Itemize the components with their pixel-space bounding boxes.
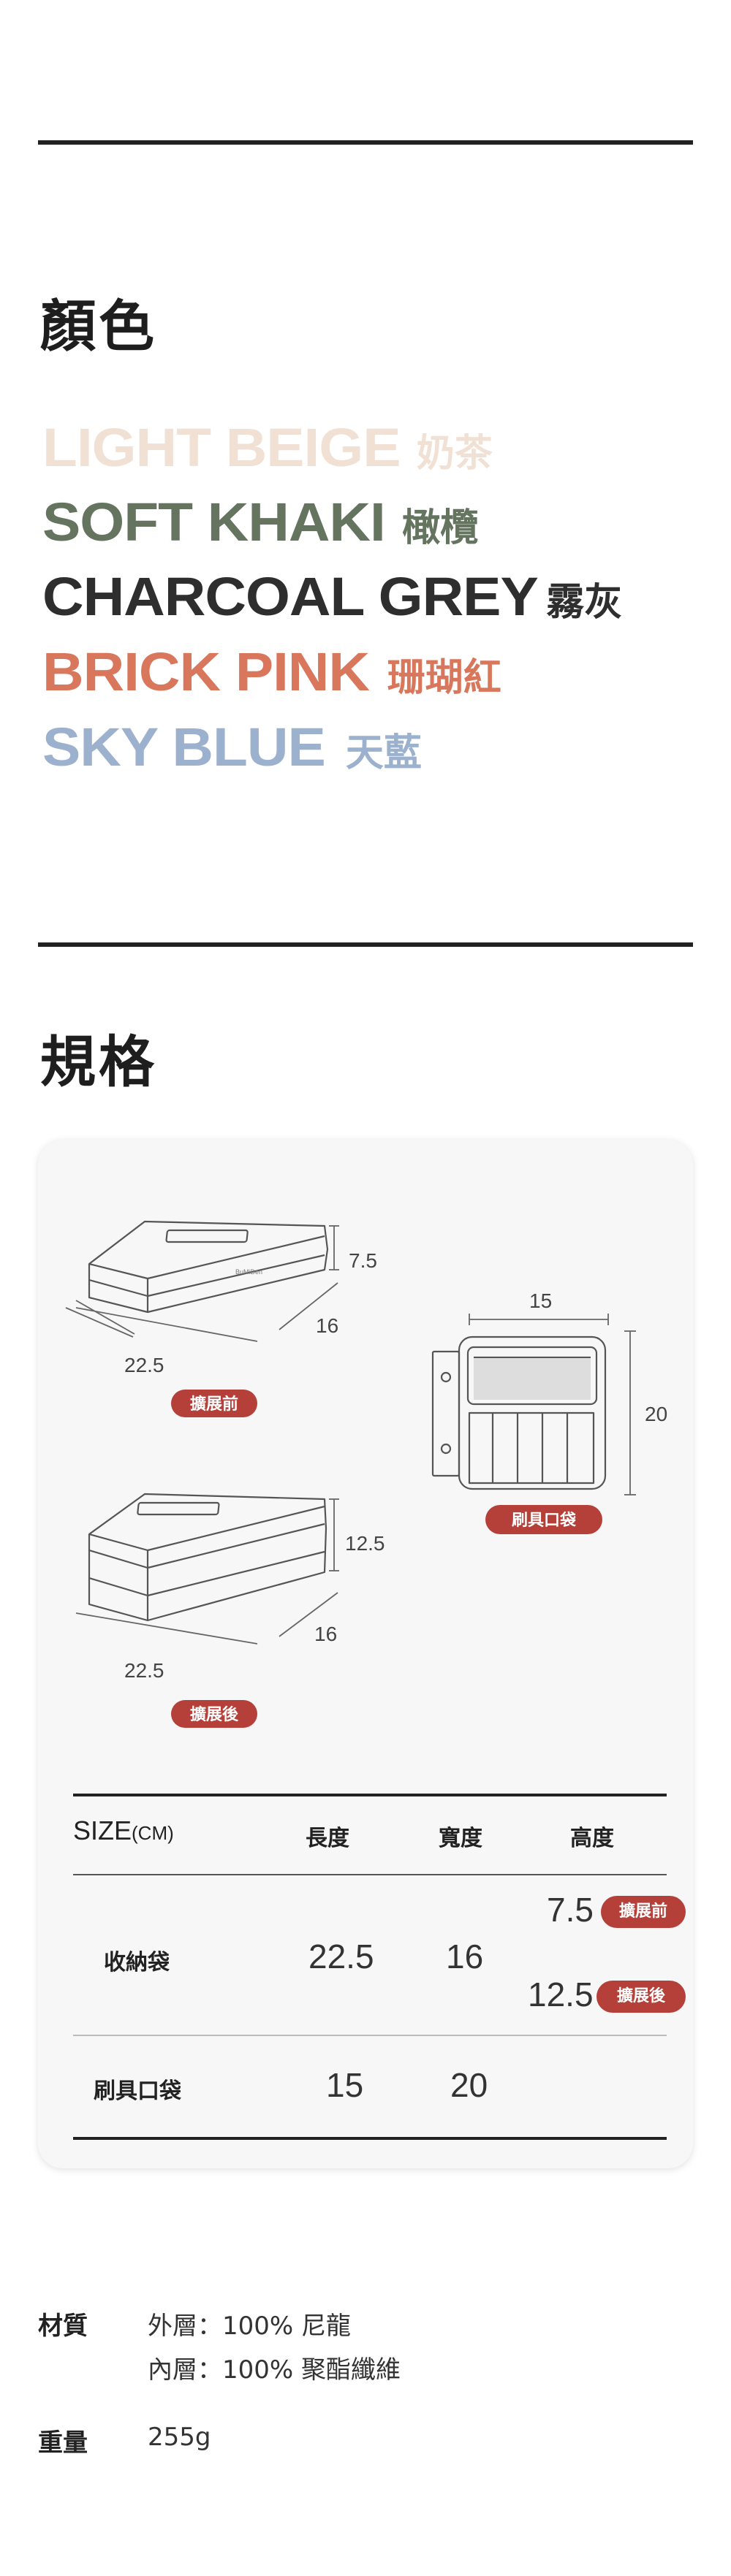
row-bag-tag-before: 擴展前: [601, 1896, 686, 1928]
before-height-label: 7.5: [349, 1249, 377, 1272]
row-bag-height-before: 7.5: [547, 1891, 594, 1929]
before-tag: 擴展前: [190, 1395, 238, 1414]
color-row: BRICK PINK 珊瑚紅: [42, 641, 501, 703]
color-name-zh: 橄欖: [402, 506, 479, 550]
table-top-rule: [73, 1794, 667, 1796]
color-row: SOFT KHAKI 橄欖: [42, 491, 478, 553]
color-row: LIGHT BEIGE 奶茶: [42, 416, 493, 479]
pouch-tag-bg: [485, 1505, 602, 1534]
material-label: 材質: [38, 2312, 88, 2341]
color-name-en: SOFT KHAKI: [42, 492, 386, 552]
after-tag: 擴展後: [190, 1705, 239, 1724]
before-depth-label: 16: [316, 1314, 338, 1337]
pouch-illustration: [431, 1335, 607, 1490]
color-name-zh: 珊瑚紅: [387, 656, 501, 700]
height-header: 高度: [570, 1826, 614, 1851]
color-name-en: CHARCOAL GREY: [42, 566, 539, 627]
color-name-en: BRICK PINK: [42, 641, 370, 702]
pouch-tag: 刷具口袋: [512, 1511, 577, 1530]
pouch-width-label: 15: [529, 1289, 552, 1312]
length-header: 長度: [306, 1826, 349, 1851]
after-tag-bg: [171, 1700, 257, 1728]
color-row: SKY BLUE 天藍: [42, 716, 422, 778]
box-before-illustration: BuMiDen: [88, 1220, 329, 1314]
row-pouch-name: 刷具口袋: [94, 2078, 181, 2104]
row-bag-tag-after: 擴展後: [596, 1981, 686, 2013]
material-inner: 內層：100% 聚酯纖維: [148, 2355, 401, 2385]
table-row-rule: [73, 2035, 667, 2036]
top-divider: [38, 140, 693, 145]
row-bag-height-after: 12.5: [528, 1975, 594, 2013]
svg-text:BuMiDen: BuMiDen: [235, 1268, 262, 1276]
color-name-en: LIGHT BEIGE: [42, 417, 401, 478]
box-after-illustration: [88, 1493, 327, 1622]
color-name-en: SKY BLUE: [42, 717, 326, 777]
row-bag-length: 22.5: [308, 1937, 374, 1975]
after-width-label: 22.5: [124, 1659, 164, 1682]
after-depth-label: 16: [314, 1623, 337, 1645]
color-name-zh: 天藍: [345, 731, 422, 775]
table-header-rule: [73, 1874, 667, 1875]
dimension-diagram: BuMiDen: [65, 1220, 667, 1728]
before-tag-bg: [171, 1390, 257, 1417]
weight-label: 重量: [38, 2428, 88, 2458]
color-name-zh: 霧灰: [546, 581, 623, 625]
row-pouch-length: 15: [326, 2066, 364, 2104]
colors-title: 顏色: [40, 294, 157, 359]
spec-title: 規格: [40, 1029, 157, 1094]
size-header: SIZE(CM): [73, 1815, 174, 1845]
before-width-label: 22.5: [124, 1354, 164, 1376]
pouch-height-label: 20: [645, 1403, 667, 1425]
after-height-label: 12.5: [345, 1532, 385, 1555]
color-name-zh: 奶茶: [416, 432, 493, 476]
width-header: 寬度: [439, 1826, 482, 1851]
weight-value: 255g: [148, 2423, 211, 2452]
row-bag-width: 16: [446, 1937, 484, 1975]
row-pouch-width: 20: [450, 2066, 488, 2104]
row-bag-name: 收納袋: [104, 1950, 170, 1975]
table-bottom-rule: [73, 2137, 667, 2140]
spec-card: BuMiDen: [38, 1140, 693, 2168]
material-outer: 外層：100% 尼龍: [148, 2312, 352, 2341]
middle-divider: [38, 942, 693, 947]
